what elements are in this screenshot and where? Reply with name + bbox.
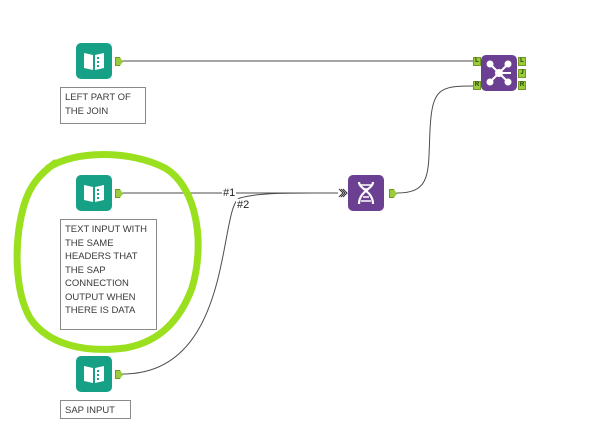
text-input-output-anchor[interactable] [115, 189, 123, 198]
join-input-left-anchor[interactable]: L [473, 57, 481, 66]
book-icon [84, 366, 104, 383]
highlight-circle [13, 151, 202, 353]
connection-label-2: #2 [236, 199, 251, 211]
union-output-anchor[interactable] [389, 189, 397, 198]
sap-input-annotation: SAP INPUT [60, 400, 131, 419]
dna-icon [357, 181, 375, 205]
join-output-left-anchor[interactable]: L [518, 57, 526, 66]
sap-input-output-anchor[interactable] [115, 370, 123, 379]
connection-label-1: #1 [222, 187, 237, 199]
left-input-output-anchor[interactable] [115, 57, 123, 66]
join-input-right-anchor[interactable]: R [473, 81, 481, 90]
book-icon [84, 53, 104, 70]
union-tool[interactable] [348, 175, 384, 211]
book-icon [84, 185, 104, 202]
text-input-tool[interactable] [76, 175, 112, 211]
connection-sap-to-union[interactable] [122, 192, 339, 375]
left-join-input-tool[interactable] [76, 43, 112, 79]
join-output-right-anchor[interactable]: R [518, 81, 526, 90]
join-tool[interactable] [481, 55, 517, 91]
join-network-icon [486, 60, 512, 86]
connection-union-to-join[interactable] [396, 85, 474, 194]
left-input-annotation: LEFT PART OF THE JOIN [60, 87, 146, 124]
multi-input-marker [338, 188, 348, 198]
sap-input-tool[interactable] [76, 356, 112, 392]
text-input-annotation: TEXT INPUT WITH THE SAME HEADERS THAT TH… [60, 219, 157, 330]
join-output-join-anchor[interactable]: J [518, 69, 526, 78]
